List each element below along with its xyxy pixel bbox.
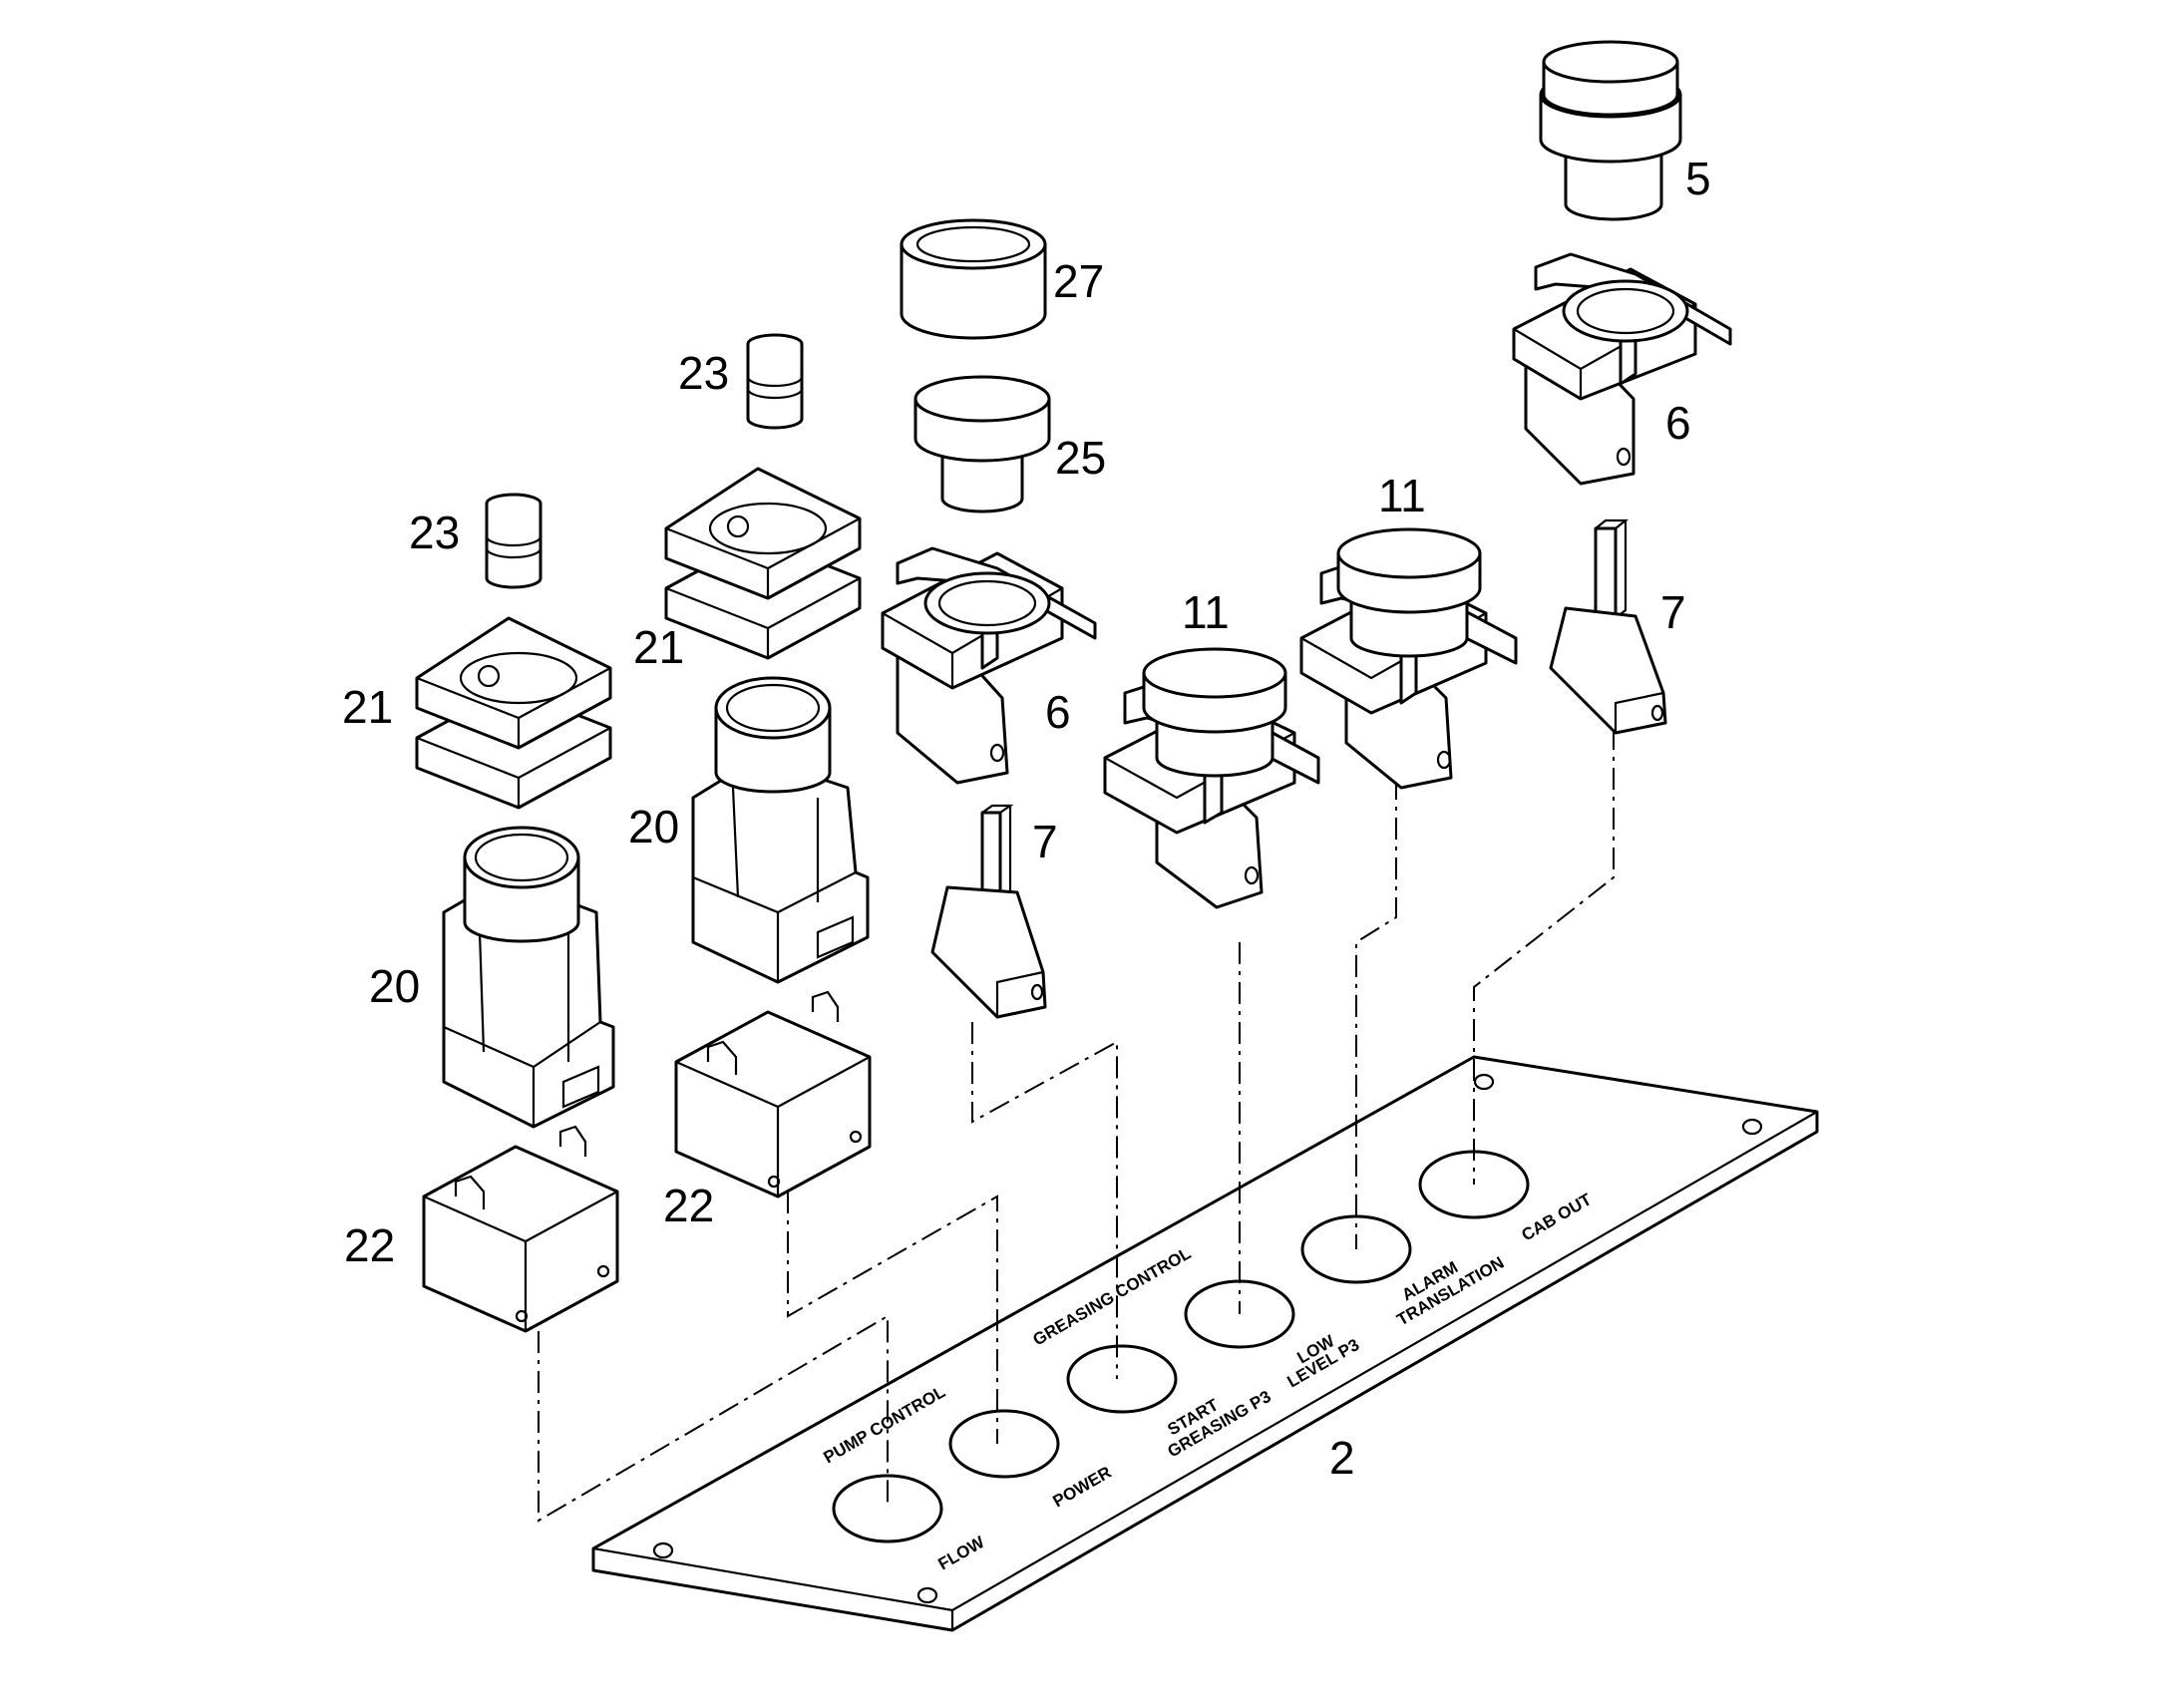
callout-23-lower: 23 <box>409 507 460 558</box>
part-20-body-lower <box>442 826 615 1129</box>
mounting-hole <box>1741 1118 1763 1136</box>
mounting-hole <box>652 1541 674 1559</box>
part-20-body-upper <box>691 676 870 984</box>
mounting-hole <box>1473 1073 1495 1091</box>
part-11-pushbutton-upper <box>1299 527 1518 790</box>
part-25-button-cap <box>913 375 1051 513</box>
callout-21-lower: 21 <box>342 681 393 733</box>
callout-11-lower: 11 <box>1182 586 1230 638</box>
part-6-adapter-middle <box>881 546 1097 785</box>
callout-25: 25 <box>1055 432 1106 484</box>
callout-27: 27 <box>1053 255 1104 307</box>
panel-hole-start-greasing <box>1066 1344 1178 1414</box>
callout-21-upper: 21 <box>633 621 684 673</box>
panel-hole-power <box>948 1409 1060 1479</box>
part-7-contact-middle <box>930 804 1047 1019</box>
callout-22-upper: 22 <box>663 1180 714 1231</box>
part-11-pushbutton-lower <box>1103 647 1320 909</box>
part-21-holder-upper <box>664 467 862 660</box>
mounting-hole <box>916 1586 938 1604</box>
part-22-block-lower <box>422 1125 619 1333</box>
part-6-adapter-right <box>1512 252 1732 486</box>
callout-6-right: 6 <box>1665 397 1691 449</box>
part-27-bezel-ring <box>900 218 1047 340</box>
part-23-lamp-lower <box>485 493 543 589</box>
callout-7-middle: 7 <box>1032 816 1058 867</box>
panel-hole-flow <box>832 1474 943 1543</box>
part-5-button-cap <box>1539 40 1682 221</box>
callout-7-right: 7 <box>1660 586 1686 638</box>
part-22-block-upper <box>674 990 872 1198</box>
callout-20-upper: 20 <box>628 801 679 853</box>
part-7-contact-right <box>1549 518 1667 735</box>
callout-11-upper: 11 <box>1378 470 1426 521</box>
part-23-lamp-upper <box>746 333 804 430</box>
callout-labels: 5 27 6 23 25 23 11 11 7 21 6 21 20 7 20 … <box>342 153 1711 1484</box>
part-21-holder-lower <box>415 616 612 810</box>
callout-22-lower: 22 <box>344 1219 395 1271</box>
callout-2: 2 <box>1329 1432 1355 1484</box>
callout-23-upper: 23 <box>678 347 729 399</box>
assembly-lines <box>538 728 1615 1523</box>
callout-5: 5 <box>1685 153 1711 204</box>
callout-6-middle: 6 <box>1045 686 1071 738</box>
callout-20-lower: 20 <box>369 960 420 1012</box>
